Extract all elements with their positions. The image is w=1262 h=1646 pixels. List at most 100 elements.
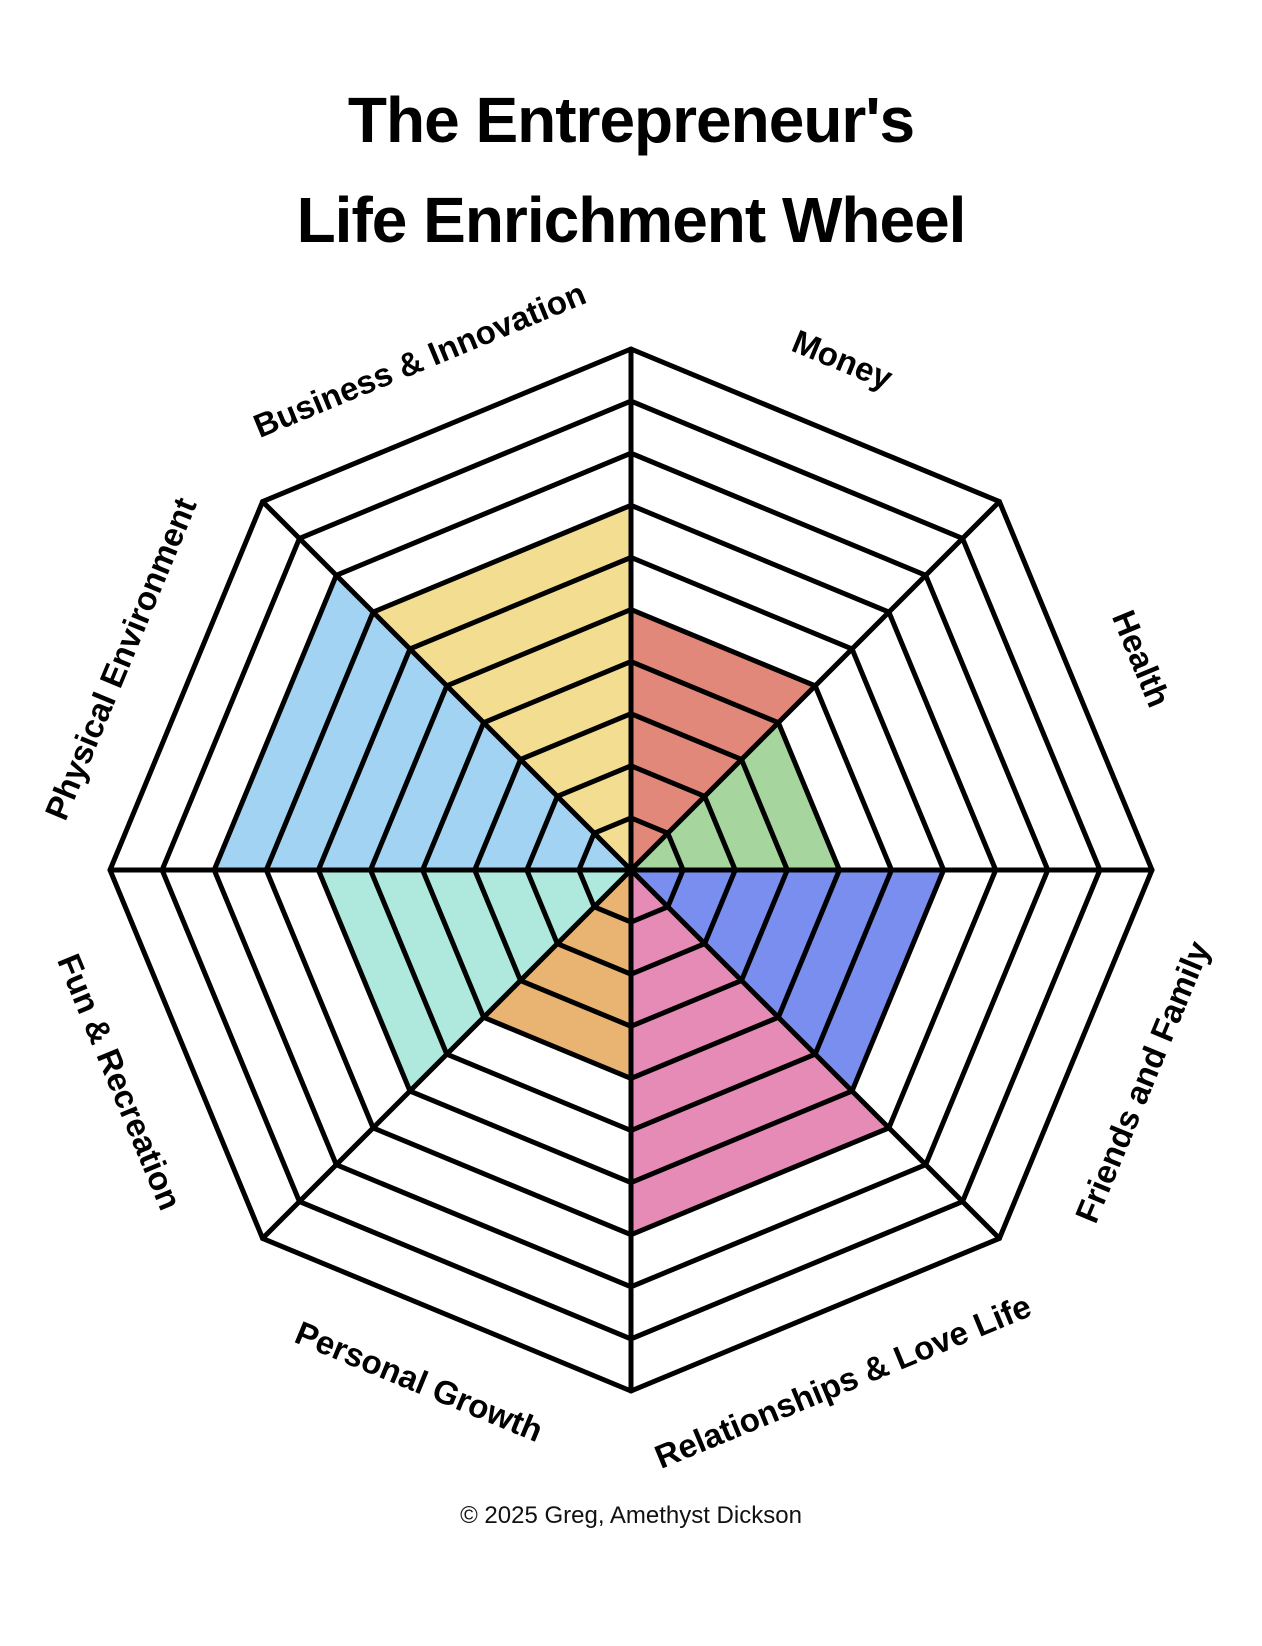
ring-line — [628, 1162, 929, 1290]
category-label-6: Fun & Recreation — [50, 949, 189, 1216]
ring-line — [960, 535, 1103, 873]
ring-line — [886, 867, 999, 1131]
category-label-8: Business & Innovation — [248, 274, 591, 444]
ring-line — [628, 941, 708, 977]
ring-line — [159, 535, 302, 873]
ring-line — [739, 756, 790, 873]
ring-line — [628, 554, 855, 652]
spoke-line — [260, 867, 634, 1241]
category-label-4: Relationships & Love Life — [649, 1287, 1036, 1476]
segment-fill-4 — [631, 870, 889, 1235]
segment-fill-3 — [631, 870, 944, 1092]
segment-fills — [214, 505, 944, 1235]
segment-fill-8 — [373, 505, 631, 870]
ring-line — [368, 683, 450, 873]
ring-line — [628, 398, 966, 541]
segment-fill-6 — [318, 870, 631, 1092]
ring-line — [628, 711, 745, 762]
ring-line — [702, 793, 738, 873]
ring-line — [628, 450, 929, 578]
ring-line — [628, 1199, 966, 1342]
ring-line — [370, 502, 634, 615]
ring-line — [554, 763, 634, 799]
ring-line — [472, 756, 523, 873]
ring-line — [333, 1162, 634, 1290]
ring-line — [107, 867, 266, 1241]
ring-line — [739, 867, 790, 984]
ring-line — [517, 711, 634, 762]
ring-line — [554, 941, 634, 977]
ring-line — [628, 659, 781, 726]
copyright-notice: © 2025 Greg, Amethyst Dickson — [460, 1502, 802, 1529]
ring-line — [576, 867, 597, 910]
ring-line — [524, 867, 560, 947]
ring-line — [159, 867, 302, 1205]
ring-line — [960, 867, 1103, 1205]
ring-line — [420, 720, 487, 873]
ring-line — [211, 572, 339, 873]
ring-line — [628, 1235, 1002, 1394]
ring-line — [107, 499, 266, 873]
page-title: The Entrepreneur's Life Enrichment Wheel — [0, 70, 1262, 270]
ring-line — [628, 607, 818, 689]
ring-line — [628, 815, 671, 836]
ring-line — [315, 646, 413, 873]
ring-line — [260, 1235, 634, 1394]
ring-line — [263, 867, 376, 1131]
ring-line — [628, 1088, 855, 1186]
ring-line — [481, 1014, 634, 1081]
title-line-2: Life Enrichment Wheel — [296, 184, 967, 256]
ring-line — [628, 1125, 892, 1238]
ring-line — [665, 867, 686, 910]
ring-line — [628, 978, 745, 1029]
segment-fill-2 — [631, 722, 840, 870]
ring-line — [263, 609, 376, 873]
segment-fill-7 — [214, 575, 631, 870]
ring-line — [628, 346, 1002, 505]
title-line-1: The Entrepreneur's — [347, 84, 915, 156]
ring-line — [296, 398, 634, 541]
spoke-line — [260, 499, 634, 873]
ring-line — [368, 867, 450, 1057]
ring-line — [702, 867, 738, 947]
ring-line — [665, 830, 686, 873]
segment-fill-1 — [631, 609, 816, 870]
ring-line — [524, 793, 560, 873]
ring-line — [407, 1088, 634, 1186]
ring-line — [996, 867, 1155, 1241]
wheel-grid — [107, 346, 1155, 1394]
ring-line — [628, 1051, 818, 1133]
ring-line — [444, 1051, 634, 1133]
ring-line — [576, 830, 597, 873]
ring-line — [260, 346, 634, 505]
ring-line — [849, 646, 947, 873]
ring-line — [923, 572, 1051, 873]
category-label-1: Money — [787, 322, 898, 396]
ring-line — [591, 904, 634, 925]
ring-line — [628, 763, 708, 799]
ring-line — [333, 450, 634, 578]
ring-line — [472, 867, 523, 984]
ring-line — [812, 867, 894, 1057]
category-label-3: Friends and Family — [1068, 935, 1218, 1228]
category-label-7: Physical Environment — [37, 492, 203, 825]
ring-line — [370, 1125, 634, 1238]
ring-line — [517, 978, 634, 1029]
ring-line — [296, 1199, 634, 1342]
ring-line — [849, 867, 947, 1094]
ring-line — [407, 554, 634, 652]
ring-line — [444, 607, 634, 689]
ring-line — [812, 683, 894, 873]
ring-line — [628, 904, 671, 925]
ring-line — [591, 815, 634, 836]
ring-line — [775, 867, 842, 1020]
ring-line — [923, 867, 1051, 1168]
spoke-line — [628, 867, 1002, 1241]
ring-line — [775, 720, 842, 873]
ring-line — [481, 659, 634, 726]
segment-fill-5 — [483, 870, 631, 1079]
ring-line — [628, 502, 892, 615]
ring-line — [315, 867, 413, 1094]
category-label-2: Health — [1105, 605, 1178, 712]
